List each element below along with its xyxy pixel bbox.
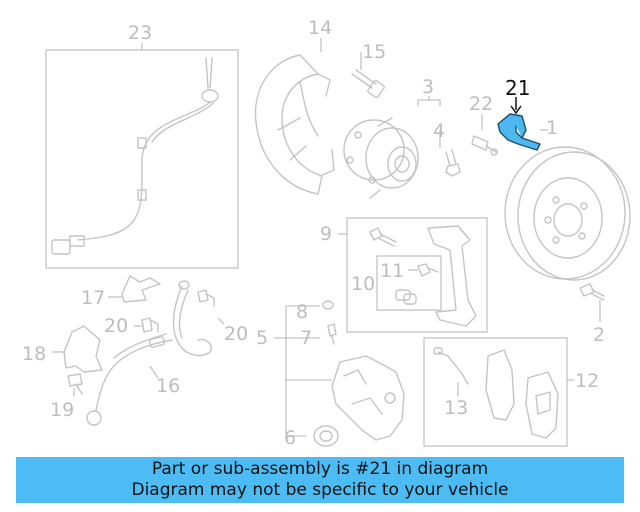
callout-20b[interactable]: 20 xyxy=(224,323,248,345)
callout-14[interactable]: 14 xyxy=(308,17,332,39)
info-banner: Part or sub-assembly is #21 in diagram D… xyxy=(16,457,624,503)
part-10-bushing[interactable] xyxy=(395,289,417,305)
callout-2[interactable]: 2 xyxy=(593,324,605,346)
part-19-bolt[interactable] xyxy=(67,373,83,395)
part-21-bracket[interactable] xyxy=(497,113,541,151)
callout-16[interactable]: 16 xyxy=(156,375,180,397)
callout-1[interactable]: 1 xyxy=(546,117,558,139)
callout-11[interactable]: 11 xyxy=(380,260,404,282)
part-23-wire[interactable] xyxy=(51,57,219,255)
callout-15[interactable]: 15 xyxy=(362,41,386,63)
part-6-seal[interactable] xyxy=(313,425,339,447)
callout-4[interactable]: 4 xyxy=(433,120,445,142)
part-17-bracket[interactable] xyxy=(121,275,161,303)
part-12-pad-outer[interactable] xyxy=(525,371,559,439)
callout-12[interactable]: 12 xyxy=(575,370,599,392)
part-18-bracket[interactable] xyxy=(63,325,103,373)
callout-13[interactable]: 13 xyxy=(444,397,468,419)
part-5-caliper[interactable] xyxy=(331,355,405,441)
callout-3[interactable]: 3 xyxy=(422,76,434,98)
part-1-rotor[interactable] xyxy=(504,146,631,281)
part-9-bolt[interactable] xyxy=(369,227,397,247)
part-15-bolt[interactable] xyxy=(351,69,385,99)
banner-part-line: Part or sub-assembly is #21 in diagram xyxy=(151,459,489,479)
part-11-bolt[interactable] xyxy=(417,263,439,277)
part-12-frame xyxy=(423,337,568,447)
callout-8[interactable]: 8 xyxy=(296,301,308,323)
callout-9[interactable]: 9 xyxy=(320,223,332,245)
part-11-frame xyxy=(376,255,442,311)
part-20-clip-a[interactable] xyxy=(141,317,159,333)
part-3-hub[interactable] xyxy=(343,117,419,199)
banner-disclaimer-line: Diagram may not be specific to your vehi… xyxy=(131,480,509,500)
callout-19[interactable]: 19 xyxy=(50,399,74,421)
callout-23[interactable]: 23 xyxy=(128,22,152,44)
part-4-bolt[interactable] xyxy=(445,149,461,177)
part-13-wear-sensor[interactable] xyxy=(433,347,469,385)
callout-21[interactable]: 21 xyxy=(505,76,530,100)
part-14-dust-shield[interactable] xyxy=(254,54,335,195)
callout-5[interactable]: 5 xyxy=(256,327,268,349)
callout-20a[interactable]: 20 xyxy=(104,315,128,337)
callout-18[interactable]: 18 xyxy=(22,343,46,365)
callout-22[interactable]: 22 xyxy=(469,93,493,115)
part-20-clip-b[interactable] xyxy=(197,289,215,307)
callout-6[interactable]: 6 xyxy=(284,427,296,449)
part-22-bolt[interactable] xyxy=(471,135,498,156)
part-2-bolt[interactable] xyxy=(579,283,605,301)
part-9-carrier[interactable] xyxy=(427,225,477,327)
part-7-bleeder[interactable] xyxy=(327,323,337,345)
callout-7[interactable]: 7 xyxy=(300,327,312,349)
callout-17[interactable]: 17 xyxy=(81,287,105,309)
part-9-frame xyxy=(346,217,488,333)
part-16-brake-hose[interactable] xyxy=(86,280,212,426)
part-8-cap[interactable] xyxy=(322,300,334,310)
part-12-pad-inner[interactable] xyxy=(485,349,515,421)
callout-10[interactable]: 10 xyxy=(351,273,375,295)
